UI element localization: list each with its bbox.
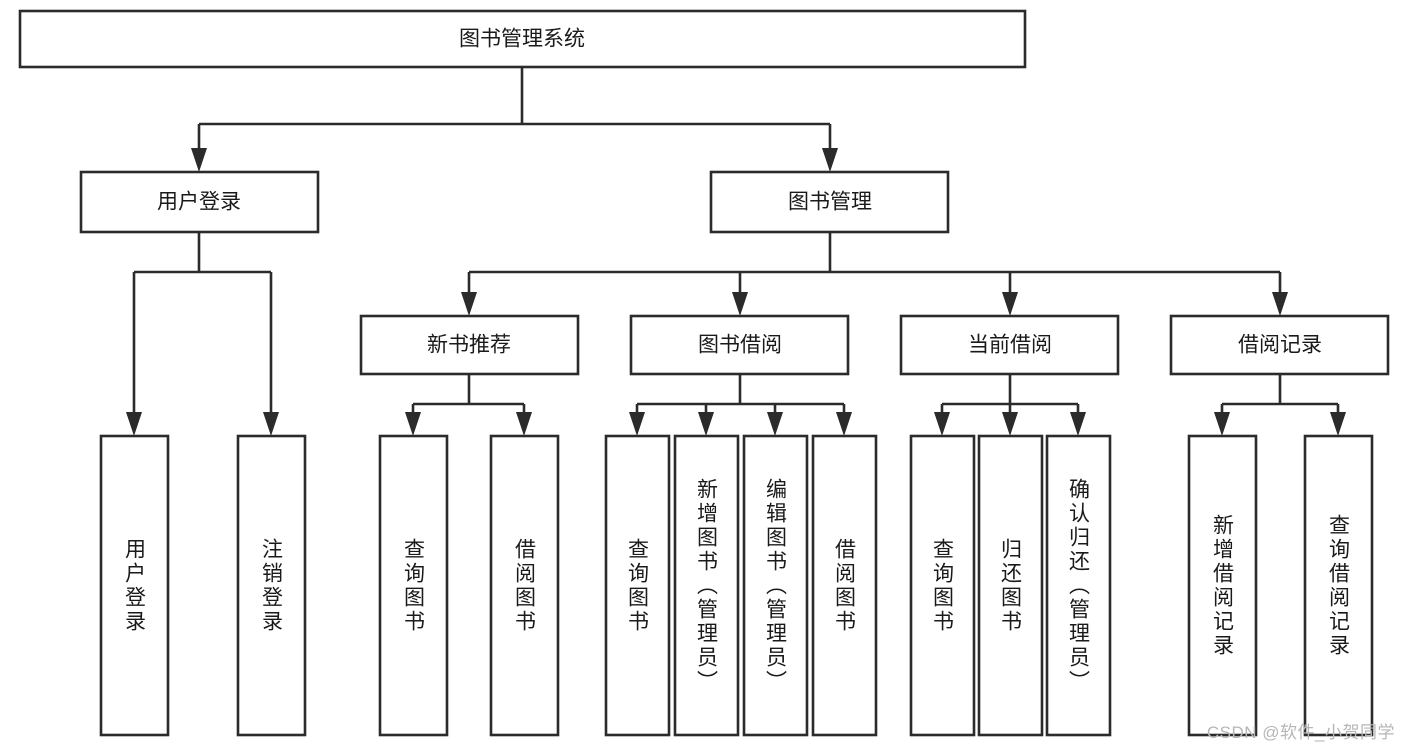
node-leaf-query-book-1-box[interactable] (378, 434, 449, 737)
node-leaf-return-book[interactable]: 归还图书 (977, 434, 1044, 737)
node-leaf-query-record-label: 查询借阅记录 (1327, 514, 1351, 658)
node-user-login-box[interactable] (79, 170, 320, 234)
arrowhead-leaf-query-book-3 (934, 412, 950, 436)
arrowhead-user-login (191, 148, 207, 172)
arrowhead-leaf-add-book (698, 412, 714, 436)
node-leaf-add-record-label: 新增借阅记录 (1211, 514, 1235, 658)
node-leaf-return-book-label: 归还图书 (999, 538, 1023, 634)
node-leaf-return-book-box[interactable] (977, 434, 1044, 737)
arrowhead-borrow-record (1272, 292, 1288, 316)
arrowhead-new-book-recommend (461, 292, 477, 316)
node-leaf-borrow-book-1-label: 借阅图书 (513, 538, 537, 634)
node-leaf-borrow-book-1-box[interactable] (489, 434, 560, 737)
node-leaf-query-book-1-label: 查询图书 (402, 538, 426, 634)
node-leaf-user-logout-box[interactable] (236, 434, 307, 737)
node-leaf-user-login-label: 用户登录 (123, 538, 147, 634)
node-book-borrow[interactable]: 图书借阅 (629, 314, 850, 376)
arrowhead-book-borrow (732, 292, 748, 316)
node-borrow-record-label: 借阅记录 (1238, 334, 1322, 357)
node-user-login[interactable]: 用户登录 (79, 170, 320, 234)
node-leaf-user-login[interactable]: 用户登录 (99, 434, 170, 737)
node-leaf-confirm-return-box[interactable] (1045, 434, 1112, 737)
node-leaf-query-book-3-label: 查询图书 (931, 538, 955, 634)
arrowhead-leaf-user-login (126, 412, 142, 436)
arrowhead-leaf-query-book-2 (629, 412, 645, 436)
arrowhead-current-borrow (1002, 292, 1018, 316)
node-leaf-query-book-2-label: 查询图书 (626, 538, 650, 634)
arrowhead-leaf-borrow-book-2 (836, 412, 852, 436)
arrowhead-leaf-query-record (1330, 412, 1346, 436)
node-leaf-add-book-box[interactable] (673, 434, 740, 737)
node-leaf-user-logout-label: 注销登录 (260, 538, 284, 634)
node-borrow-record[interactable]: 借阅记录 (1169, 314, 1390, 376)
node-leaf-query-record-box[interactable] (1303, 434, 1374, 737)
node-leaf-confirm-return-label: 确认归还（管理员） (1067, 478, 1091, 694)
node-leaf-add-record-box[interactable] (1187, 434, 1258, 737)
node-root-label: 图书管理系统 (459, 28, 585, 51)
node-leaf-confirm-return[interactable]: 确认归还（管理员） (1045, 434, 1112, 737)
node-root[interactable]: 图书管理系统 (18, 9, 1027, 69)
arrowhead-leaf-add-record (1214, 412, 1230, 436)
node-root-box[interactable] (18, 9, 1027, 69)
arrowhead-leaf-edit-book (767, 412, 783, 436)
arrowhead-leaf-query-book-1 (405, 412, 421, 436)
node-leaf-borrow-book-2-label: 借阅图书 (833, 538, 857, 634)
node-leaf-edit-book[interactable]: 编辑图书（管理员） (742, 434, 809, 737)
node-current-borrow-label: 当前借阅 (968, 334, 1052, 357)
arrowhead-leaf-borrow-book-1 (516, 412, 532, 436)
node-leaf-add-book[interactable]: 新增图书（管理员） (673, 434, 740, 737)
connector-layer (126, 67, 1346, 436)
node-leaf-borrow-book-2-box[interactable] (811, 434, 878, 737)
node-leaf-query-book-2-box[interactable] (604, 434, 671, 737)
node-new-book-recommend-label: 新书推荐 (427, 334, 511, 357)
node-leaf-query-book-2[interactable]: 查询图书 (604, 434, 671, 737)
node-current-borrow[interactable]: 当前借阅 (899, 314, 1120, 376)
node-leaf-edit-book-box[interactable] (742, 434, 809, 737)
node-leaf-query-book-1[interactable]: 查询图书 (378, 434, 449, 737)
node-book-management-label: 图书管理 (788, 191, 872, 214)
node-current-borrow-box[interactable] (899, 314, 1120, 376)
node-leaf-query-book-3[interactable]: 查询图书 (909, 434, 976, 737)
node-leaf-borrow-book-2[interactable]: 借阅图书 (811, 434, 878, 737)
node-book-borrow-label: 图书借阅 (698, 334, 782, 357)
node-borrow-record-box[interactable] (1169, 314, 1390, 376)
node-user-login-label: 用户登录 (157, 191, 241, 214)
node-new-book-recommend-box[interactable] (359, 314, 580, 376)
node-book-management[interactable]: 图书管理 (709, 170, 950, 234)
node-leaf-user-login-box[interactable] (99, 434, 170, 737)
node-leaf-edit-book-label: 编辑图书（管理员） (764, 478, 788, 694)
node-book-borrow-box[interactable] (629, 314, 850, 376)
node-leaf-borrow-book-1[interactable]: 借阅图书 (489, 434, 560, 737)
arrowhead-leaf-return-book (1002, 412, 1018, 436)
node-leaf-query-record[interactable]: 查询借阅记录 (1303, 434, 1374, 737)
node-leaf-add-book-label: 新增图书（管理员） (695, 478, 719, 694)
arrowhead-book-management (822, 148, 838, 172)
node-new-book-recommend[interactable]: 新书推荐 (359, 314, 580, 376)
arrowhead-leaf-user-logout (263, 412, 279, 436)
node-book-management-box[interactable] (709, 170, 950, 234)
node-leaf-query-book-3-box[interactable] (909, 434, 976, 737)
node-leaf-user-logout[interactable]: 注销登录 (236, 434, 307, 737)
node-leaf-add-record[interactable]: 新增借阅记录 (1187, 434, 1258, 737)
arrowhead-leaf-confirm-return (1070, 412, 1086, 436)
